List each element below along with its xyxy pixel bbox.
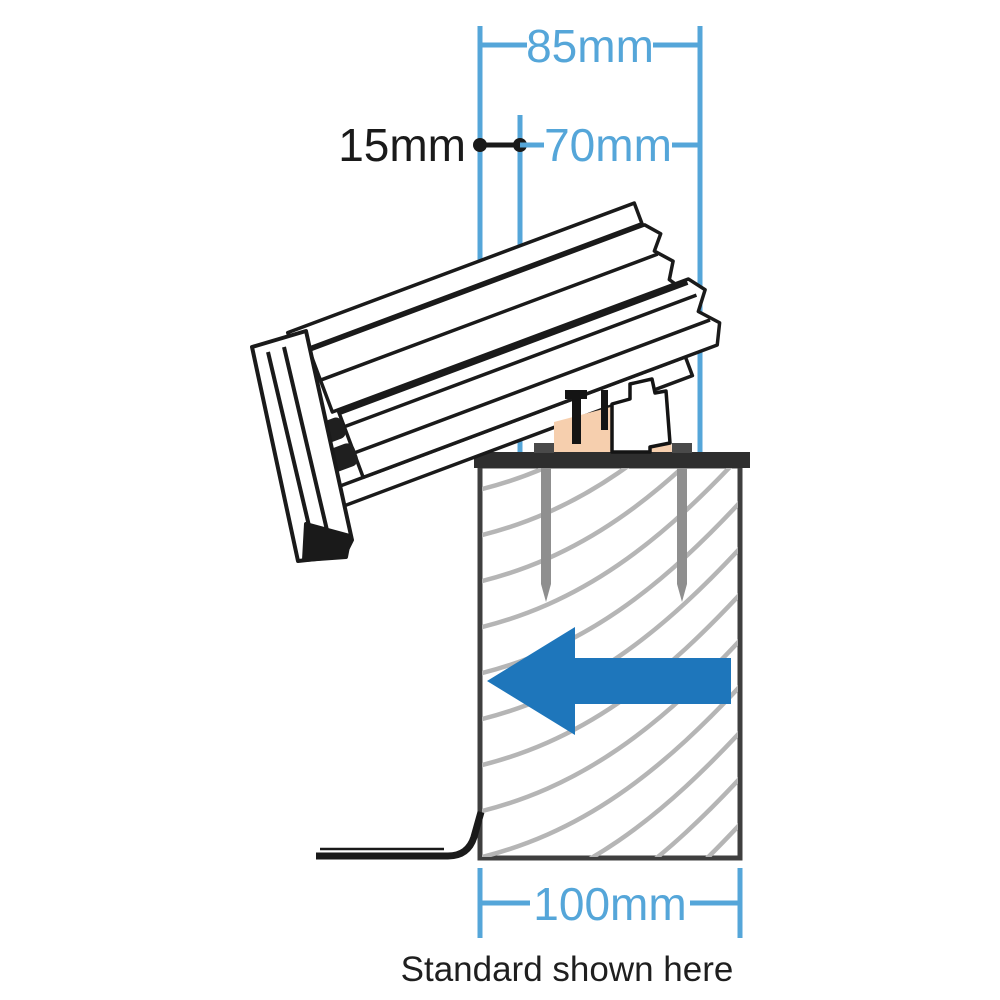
wood-grain-line — [588, 731, 738, 857]
left-arrow-icon — [487, 627, 731, 735]
caption-standard: Standard shown here — [401, 950, 734, 989]
dimension-85mm — [477, 26, 703, 64]
dim-dot — [473, 138, 487, 152]
glazing-midline — [319, 252, 659, 382]
wood-grain-line — [482, 685, 738, 857]
bracket-bolt — [601, 390, 608, 430]
wood-grain-line — [482, 547, 738, 722]
wood-grain-line — [482, 468, 733, 630]
wood-grain-line — [482, 468, 630, 538]
kerb-top-plate — [474, 443, 750, 468]
end-cap — [250, 329, 354, 563]
dim-85mm-label: 85mm — [526, 20, 654, 72]
fixing-screw-right — [677, 468, 687, 602]
bar-body-line — [353, 318, 711, 455]
wood-grain-line — [482, 468, 686, 584]
bracket-bolt-head — [565, 390, 587, 399]
fixing-screw-left — [541, 468, 551, 602]
wood-grain-line — [654, 777, 738, 857]
screw-head-left — [534, 443, 554, 453]
dimension-15mm — [473, 138, 527, 152]
wood-grain-line — [482, 468, 550, 492]
bar-body — [336, 277, 722, 480]
glazing-shadow-line — [338, 280, 689, 416]
bracket-angle — [610, 377, 672, 454]
screw-head-right — [672, 443, 692, 453]
wood-grain-line — [705, 823, 738, 857]
bar-body-line — [343, 293, 698, 429]
bottom-flashing — [316, 811, 485, 860]
dim-100mm-label: 100mm — [533, 878, 686, 930]
wood-grain-line — [482, 501, 738, 676]
dim-15mm-label: 15mm — [338, 119, 466, 171]
glazing-panel — [307, 223, 677, 414]
fixing-bracket — [554, 377, 672, 454]
dim-70mm-label: 70mm — [544, 119, 672, 171]
bracket-bolt — [572, 396, 581, 444]
end-cap-foot — [302, 522, 352, 562]
dimension-100mm — [477, 868, 743, 938]
